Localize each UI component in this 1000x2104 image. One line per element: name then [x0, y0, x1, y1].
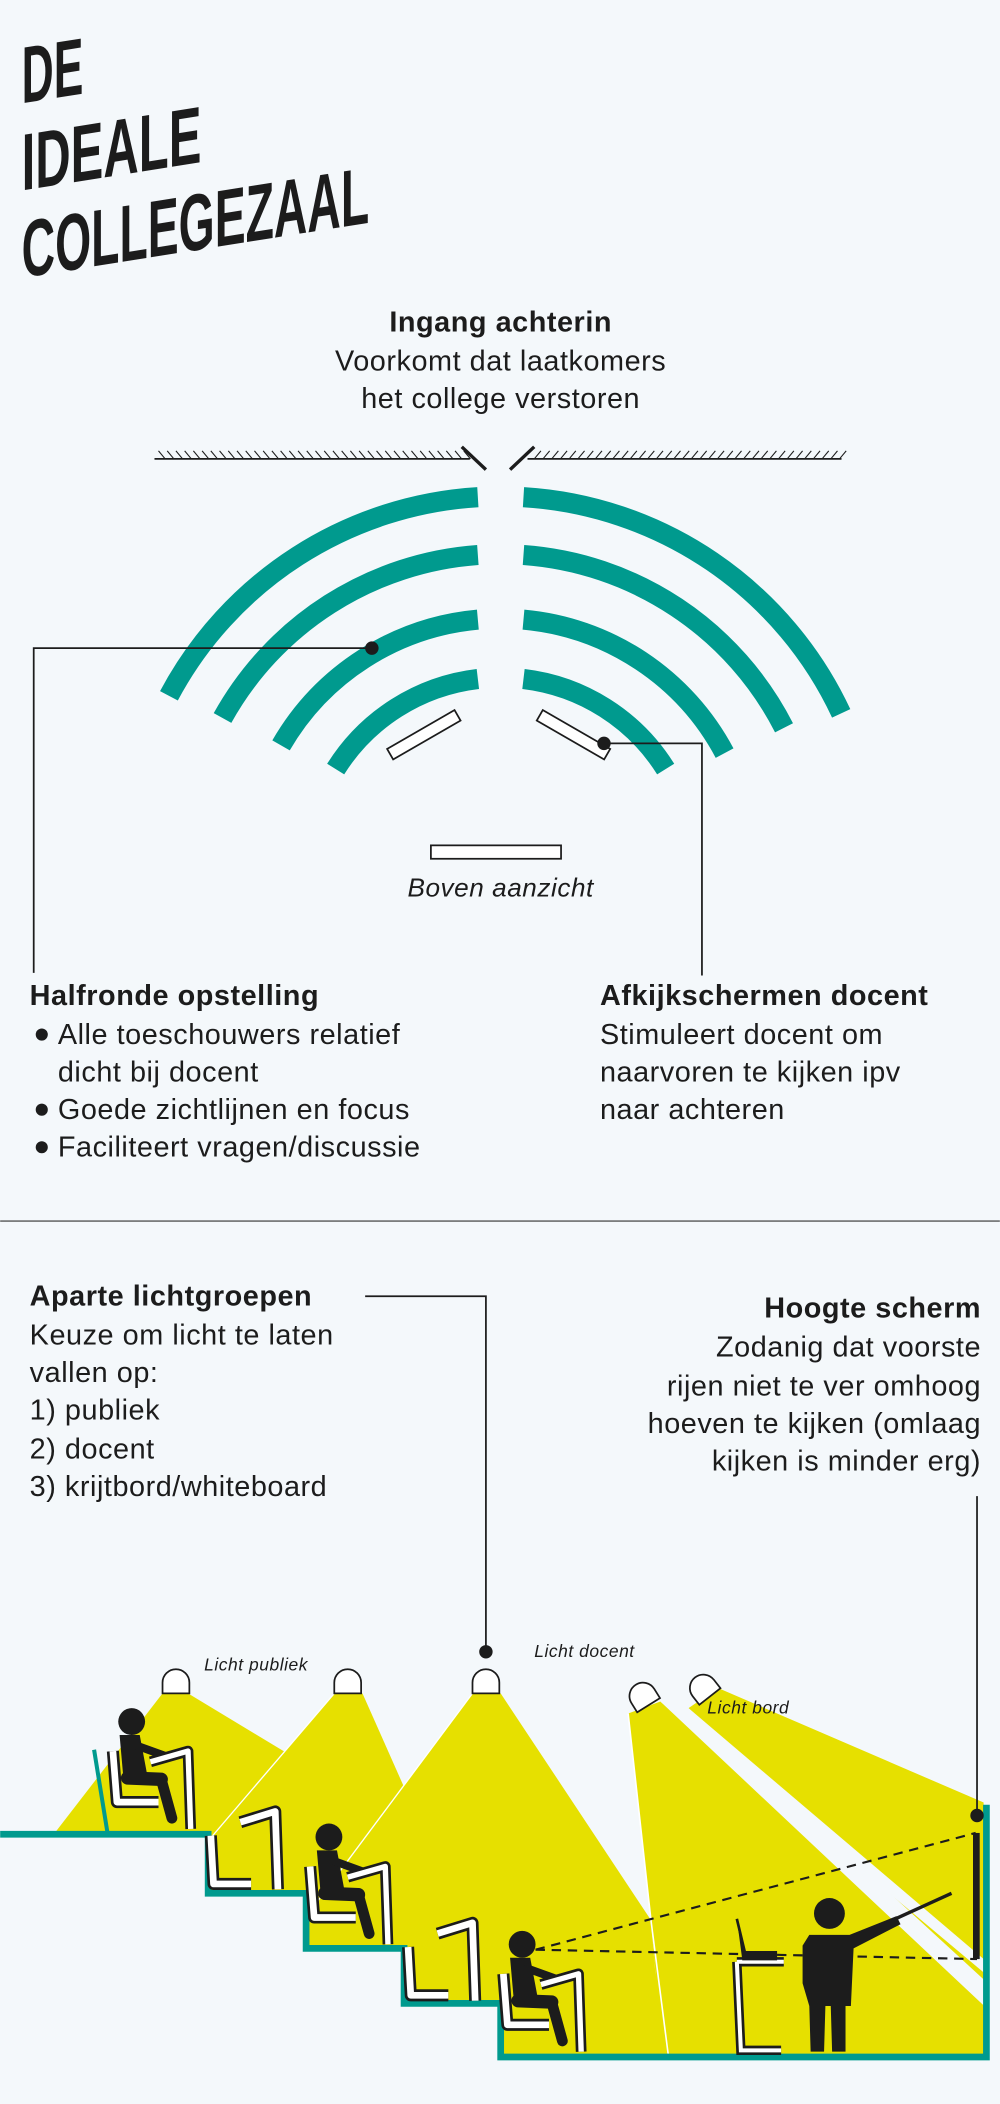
semicircle-bullet: Alle toeschouwers relatief — [58, 1019, 401, 1051]
screen-height-line: hoeven te kijken (omlaag — [648, 1408, 981, 1440]
semicircle-heading: Halfronde opstelling — [30, 980, 319, 1012]
lighting-line: Keuze om licht te laten — [30, 1320, 334, 1352]
callout-semicircle — [32, 641, 379, 973]
screen-height-line: kijken is minder erg) — [712, 1446, 981, 1478]
seating-rows — [160, 487, 851, 775]
lighting-heading: Aparte lichtgroepen — [30, 1281, 313, 1313]
teacher-screen-left — [385, 708, 462, 761]
screens-line: naar achteren — [600, 1094, 785, 1126]
seating-row-arc — [522, 668, 675, 775]
entrance-heading: Ingang achterin — [389, 306, 612, 338]
screen-height-line: rijen niet te ver omhoog — [667, 1371, 981, 1403]
screen-height-line: Zodanig dat voorste — [716, 1332, 981, 1364]
entrance-line: Voorkomt dat laatkomers — [335, 345, 666, 377]
teacher-screen-right — [535, 708, 612, 761]
back-wall-side — [92, 1749, 110, 1834]
title-line-1: DE — [22, 22, 84, 121]
lighting-line: 2) docent — [30, 1434, 155, 1466]
bullet-icon — [35, 1103, 48, 1116]
screens-line: naarvoren te kijken ipv — [600, 1057, 901, 1089]
semicircle-bullet: Goede zichtlijnen en focus — [58, 1094, 410, 1126]
teacher-light-label: Licht docent — [534, 1641, 635, 1661]
bullet-icon — [35, 1141, 48, 1154]
sight-lines — [535, 1831, 978, 1961]
semicircle-bullet-cont: dicht bij docent — [58, 1057, 259, 1089]
projection-screen — [972, 1832, 980, 1960]
entrance-door-icon — [460, 445, 536, 471]
semicircle-bullet: Faciliteert vragen/discussie — [58, 1132, 421, 1164]
audience-lamp-icon — [161, 1668, 191, 1695]
screen-height-heading: Hoogte scherm — [764, 1293, 981, 1325]
seating-row-arc — [522, 487, 851, 718]
board-light-label: Licht bord — [707, 1698, 790, 1718]
lighting-line: 1) publiek — [30, 1395, 160, 1427]
seating-row-arc — [522, 609, 734, 758]
screens-heading: Afkijkschermen docent — [600, 980, 928, 1012]
screens-line: Stimuleert docent om — [600, 1019, 883, 1051]
callout-screens — [597, 736, 703, 976]
bullet-icon — [35, 1028, 48, 1041]
callout-screen-height — [970, 1496, 984, 1823]
callout-lighting — [365, 1295, 493, 1659]
seating-row-arc — [160, 487, 479, 701]
teacher-icon — [802, 1891, 953, 2052]
board-lamp-icon — [689, 1673, 722, 1706]
seating-row-arc — [272, 609, 479, 751]
back-wall — [154, 450, 847, 460]
audience-lamp-icon — [471, 1668, 501, 1695]
audience-light-label: Licht publiek — [204, 1655, 309, 1675]
seating-row-arc — [213, 544, 479, 723]
teacher-lamp-icon — [628, 1681, 662, 1714]
lighting-line: 3) krijtbord/whiteboard — [30, 1471, 328, 1503]
board-top-view — [430, 844, 562, 860]
seating-row-arc — [522, 544, 793, 733]
audience-lamp-icon — [333, 1668, 362, 1695]
lighting-line: vallen op: — [30, 1357, 159, 1389]
lectern-icon — [732, 1918, 784, 2056]
entrance-line: het college verstoren — [361, 383, 640, 415]
seating-row-arc — [327, 668, 480, 775]
top-view-caption: Boven aanzicht — [407, 872, 595, 902]
